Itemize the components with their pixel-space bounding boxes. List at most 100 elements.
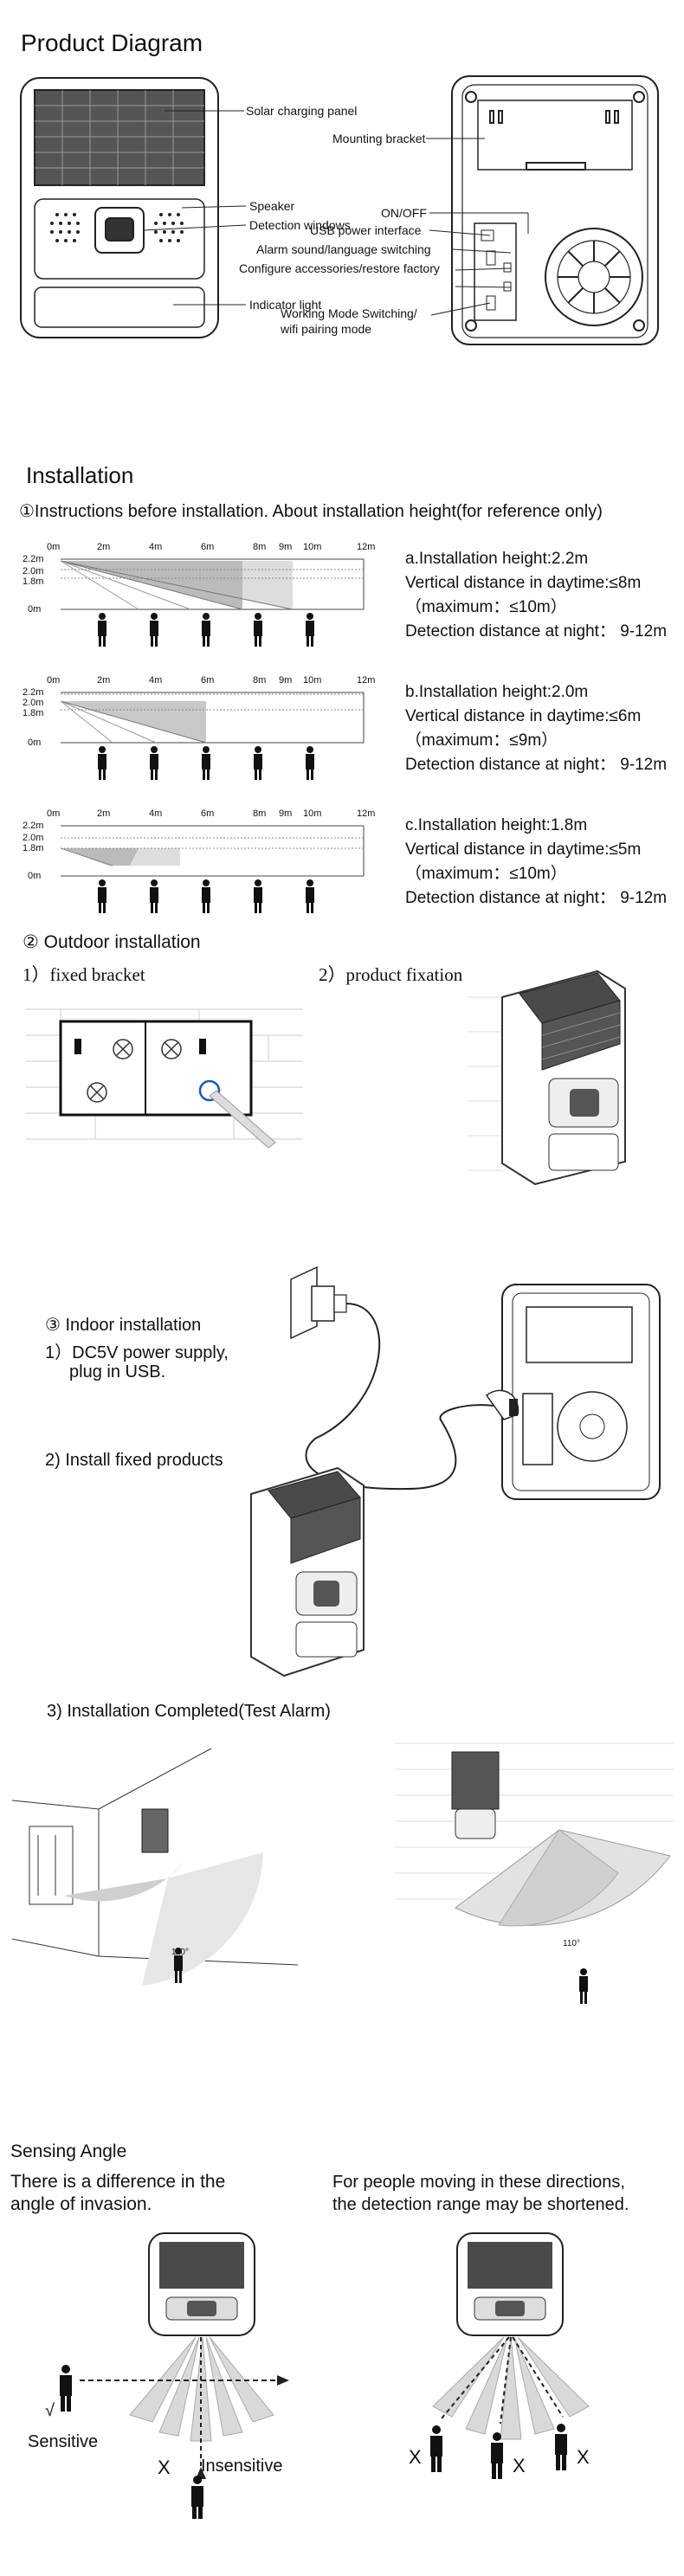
sensing-right-line-1: For people moving in these directions, [332, 2173, 625, 2192]
height-2-0m: 2.0m [23, 833, 44, 843]
indoor-step-2: 2) Install fixed products [45, 1451, 223, 1470]
tick-8m: 8m [253, 675, 267, 686]
install-fixed-product-illustration [250, 1466, 365, 1678]
tick-12m: 12m [357, 675, 376, 686]
sensing-angle-illustration [60, 2232, 590, 2519]
sensing-left-line-2: angle of invasion. [10, 2194, 152, 2214]
indoor-step-3: 3) Installation Completed(Test Alarm) [47, 1702, 331, 1721]
diagram-c-line-2: Vertical distance in daytime:≤5m [405, 840, 642, 859]
tick-0m: 0m [47, 675, 61, 686]
label-on-off: ON/OFF [381, 206, 427, 220]
diagram-b-text: b.Installation height:2.0m Vertical dist… [405, 680, 667, 777]
product-fixation-illustration [468, 969, 626, 1186]
label-detection-windows: Detection windows [249, 218, 351, 232]
sensing-left-text: There is a difference in the angle of in… [10, 2171, 225, 2216]
height-2-0m: 2.0m [23, 698, 44, 708]
height-diagram-a: 0m 2m 4m 6m 8m 9m 10m 12m 2.2m 2.0m 1.8m… [17, 538, 376, 661]
tick-2m: 2m [97, 542, 111, 552]
installation-instructions: ①Instructions before installation. About… [19, 502, 603, 521]
tick-0m: 0m [47, 808, 61, 819]
indoor-step-1-line-1: 1）DC5V power supply, [45, 1343, 229, 1362]
height-diagram-a-graphic [60, 558, 365, 647]
back-leader-lines [426, 138, 529, 316]
sensitive-label: Sensitive [28, 2432, 99, 2451]
tick-4m: 4m [149, 675, 163, 686]
diagram-b-line-4: Detection distance at night： 9-12m [405, 756, 668, 774]
product-diagram-title: Product Diagram [21, 29, 203, 56]
sensing-angle-title: Sensing Angle [10, 2141, 127, 2161]
height-1-8m: 1.8m [23, 576, 44, 587]
height-1-8m: 1.8m [23, 843, 44, 853]
tick-10m: 10m [303, 542, 322, 552]
height-0m: 0m [28, 737, 42, 748]
height-2-2m: 2.2m [23, 554, 44, 564]
device-back-view [451, 75, 659, 345]
tick-8m: 8m [253, 808, 267, 819]
sensitive-check-icon: √ [45, 2401, 55, 2420]
label-wifi-pairing: wifi pairing mode [281, 322, 372, 336]
height-1-8m: 1.8m [23, 708, 44, 718]
diagram-c-line-4: Detection distance at night： 9-12m [405, 889, 668, 907]
sensing-left-line-1: There is a difference in the [10, 2172, 226, 2192]
label-speaker: Speaker [249, 199, 295, 213]
tick-9m: 9m [279, 675, 293, 686]
right-x-icon-2: X [513, 2455, 526, 2476]
diagram-c-line-3: （maximum：≤10m） [405, 865, 567, 883]
tick-2m: 2m [97, 675, 111, 686]
tick-4m: 4m [149, 542, 163, 552]
height-0m: 0m [28, 604, 42, 615]
sensing-right-text: For people moving in these directions, t… [332, 2171, 629, 2216]
height-2-2m: 2.2m [23, 687, 44, 698]
tick-6m: 6m [201, 808, 215, 819]
wall-test-alarm-illustration [395, 1742, 674, 2004]
sensing-right-device [456, 2232, 564, 2336]
usb-power-illustration [290, 1265, 661, 1500]
tick-2m: 2m [97, 808, 111, 819]
height-0m: 0m [28, 871, 42, 881]
diagram-a-line-3: （maximum：≤10m） [405, 598, 567, 616]
diagram-a-line-2: Vertical distance in daytime:≤8m [405, 574, 642, 592]
diagram-a-line-4: Detection distance at night： 9-12m [405, 622, 668, 641]
label-usb-power-interface: USB power interface [310, 223, 422, 237]
outdoor-installation-title: ② Outdoor installation [23, 932, 201, 952]
tick-10m: 10m [303, 675, 322, 686]
tick-6m: 6m [201, 542, 215, 552]
tick-12m: 12m [357, 808, 376, 819]
sensing-left-device [148, 2232, 255, 2336]
height-diagram-c: 0m 2m 4m 6m 8m 9m 10m 12m 2.2m 2.0m 1.8m… [17, 805, 376, 928]
insensitive-label: Insensitive [201, 2457, 283, 2476]
wall-angle-label: 110° [563, 1939, 580, 1948]
diagram-c-line-1: c.Installation height:1.8m [405, 816, 588, 834]
height-diagram-c-graphic [60, 825, 365, 913]
diagram-c-text: c.Installation height:1.8m Vertical dist… [405, 814, 667, 911]
right-x-icon-1: X [409, 2446, 422, 2468]
tick-12m: 12m [357, 542, 376, 552]
front-leader-lines [143, 110, 247, 306]
diagram-a-text: a.Installation height:2.2m Vertical dist… [405, 547, 667, 644]
device-front-view [20, 77, 219, 338]
diagram-b-line-1: b.Installation height:2.0m [405, 683, 589, 701]
installation-title: Installation [26, 462, 134, 488]
tick-6m: 6m [201, 675, 215, 686]
insensitive-x-icon: X [158, 2457, 171, 2478]
label-configure-accessories: Configure accessories/restore factory [239, 261, 440, 275]
height-diagram-b-graphic [60, 692, 365, 780]
label-solar-charging-panel: Solar charging panel [246, 104, 358, 118]
height-2-2m: 2.2m [23, 821, 44, 831]
product-diagram-illustration [20, 75, 659, 345]
height-2-0m: 2.0m [23, 566, 44, 576]
indoor-step-1-line-2: plug in USB. [69, 1362, 166, 1381]
height-diagram-b: 0m 2m 4m 6m 8m 9m 10m 12m 2.2m 2.0m 1.8m… [17, 672, 376, 795]
tick-8m: 8m [253, 542, 267, 552]
room-test-alarm-illustration [12, 1748, 298, 1986]
tick-4m: 4m [149, 808, 163, 819]
sensing-right-line-2: the detection range may be shortened. [332, 2195, 629, 2214]
tick-10m: 10m [303, 808, 322, 819]
outdoor-step-2: 2）product fixation [319, 964, 463, 985]
tick-0m: 0m [47, 542, 61, 552]
tick-9m: 9m [279, 542, 293, 552]
label-indicator-light: Indicator light [249, 298, 322, 312]
sensing-right-beams [432, 2336, 590, 2440]
diagram-a-line-1: a.Installation height:2.2m [405, 550, 589, 568]
diagram-b-line-3: （maximum：≤9m） [405, 731, 558, 750]
